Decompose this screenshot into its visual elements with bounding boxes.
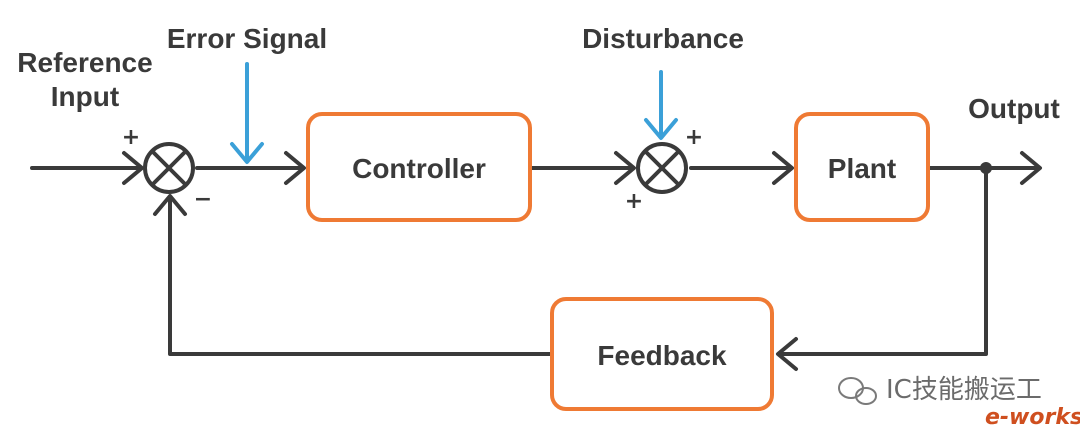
watermark: IC技能搬运工 e-works bbox=[838, 375, 1080, 430]
controller-label: Controller bbox=[352, 153, 486, 184]
wechat-icon bbox=[838, 377, 877, 405]
eworks-logo: e-works bbox=[985, 405, 1080, 430]
disturbance-label: Disturbance bbox=[582, 23, 744, 54]
feedback-output-line bbox=[168, 196, 554, 356]
feedback-input-arrowhead bbox=[776, 337, 798, 371]
reference-input-label-line1: Reference bbox=[17, 47, 152, 78]
output-label: Output bbox=[968, 93, 1060, 124]
reference-input-arrowhead bbox=[122, 151, 144, 185]
feedback-block bbox=[550, 297, 774, 411]
sum2-bottom-plus-sign: + bbox=[625, 189, 643, 214]
sum1-feedback-arrowhead bbox=[153, 194, 187, 216]
plant-label: Plant bbox=[828, 153, 896, 184]
plant-block bbox=[794, 112, 930, 222]
error-signal-arrowhead bbox=[230, 142, 264, 164]
feedback-label: Feedback bbox=[597, 340, 727, 371]
disturbance-arrowhead bbox=[644, 118, 678, 140]
watermark-text: IC技能搬运工 bbox=[886, 375, 1042, 405]
plant-input-arrowhead bbox=[772, 151, 794, 185]
sum1-plus-sign: + bbox=[122, 125, 140, 150]
error-signal-label: Error Signal bbox=[167, 23, 327, 54]
sum2-input-arrowhead bbox=[614, 151, 636, 185]
summing-junction-2 bbox=[636, 142, 688, 194]
sum2-top-plus-sign: + bbox=[685, 125, 703, 150]
summing-junction-1 bbox=[143, 142, 195, 194]
controller-input-arrowhead bbox=[284, 151, 306, 185]
feedback-return-line bbox=[778, 166, 988, 356]
output-arrowhead bbox=[1020, 151, 1042, 185]
sum1-minus-sign: − bbox=[194, 187, 212, 212]
reference-input-label-line2: Input bbox=[51, 81, 119, 112]
controller-block bbox=[306, 112, 532, 222]
